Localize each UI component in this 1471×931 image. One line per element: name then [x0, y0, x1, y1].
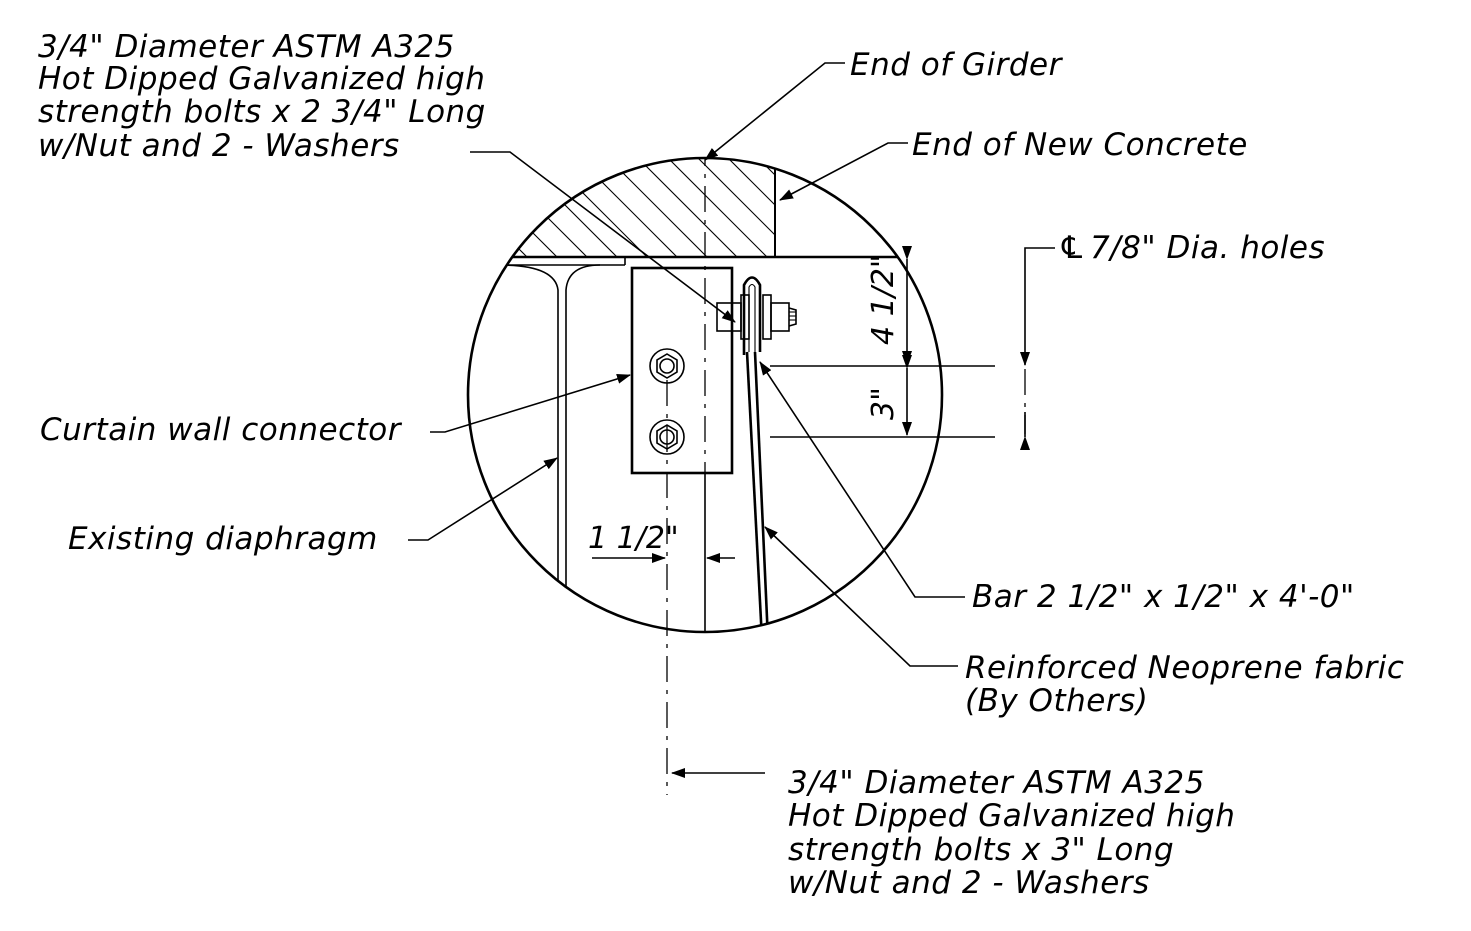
- bolt-top-line3: strength bolts x 2 3/4" Long: [38, 94, 486, 130]
- concrete-block: [468, 158, 776, 258]
- bolt-bottom-line4: w/Nut and 2 - Washers: [788, 865, 1150, 901]
- label-bolt-top: 3/4" Diameter ASTM A325 Hot Dipped Galva…: [38, 29, 486, 164]
- leader-bar: [759, 361, 965, 598]
- neoprene-strip-left: [745, 351, 764, 632]
- leader-end-of-new-concrete: [779, 142, 908, 201]
- bolt-bottom-line3: strength bolts x 3" Long: [788, 832, 1174, 868]
- neoprene-line2: (By Others): [965, 683, 1148, 719]
- label-holes: ℄ 7/8" Dia. holes: [1058, 230, 1325, 266]
- curtain-wall-connector-plate: [630, 266, 734, 475]
- hatch-line: [468, 158, 558, 257]
- hatch-line: [468, 158, 528, 257]
- label-neoprene: Reinforced Neoprene fabric (By Others): [965, 650, 1404, 719]
- leader-end-of-girder: [704, 62, 845, 161]
- bolt-top-line2: Hot Dipped Galvanized high: [38, 61, 485, 97]
- bolt-bottom-line1: 3/4" Diameter ASTM A325: [788, 765, 1205, 801]
- hatch-line: [769, 158, 775, 257]
- centerline-symbol: ℄: [1058, 230, 1086, 266]
- hatch-line: [679, 158, 775, 257]
- bolt-bottom-line2: Hot Dipped Galvanized high: [788, 798, 1235, 834]
- bolt-upper: [649, 348, 685, 384]
- bolt-top-line4: w/Nut and 2 - Washers: [38, 128, 400, 164]
- dim-text-top: 4 1/2": [866, 254, 901, 345]
- neoprene-strip-right: [753, 351, 770, 632]
- label-bar: Bar 2 1/2" x 1/2" x 4'-0": [972, 579, 1355, 615]
- hatch-line: [709, 158, 775, 257]
- bolt-top-line1: 3/4" Diameter ASTM A325: [38, 29, 455, 65]
- holes-text: 7/8" Dia. holes: [1090, 230, 1325, 266]
- label-end-of-new-concrete: End of New Concrete: [912, 127, 1248, 163]
- label-diaphragm: Existing diaphragm: [68, 521, 378, 557]
- label-end-of-girder: End of Girder: [850, 47, 1064, 83]
- diaphragm-web-right: [565, 264, 601, 632]
- leader-neoprene: [764, 526, 958, 667]
- diaphragm-web-left: [499, 264, 559, 632]
- leader-curtain-wall: [430, 374, 631, 433]
- leader-diaphragm: [408, 457, 558, 541]
- hatch-line: [469, 158, 588, 257]
- label-curtain-wall: Curtain wall connector: [40, 412, 403, 448]
- hatch-line: [529, 158, 648, 257]
- hatch-line: [559, 158, 678, 257]
- dim-text-bottom: 3": [866, 387, 901, 420]
- bar-loop: [742, 276, 762, 355]
- holes-leader: [1020, 247, 1055, 366]
- neoprene-line1: Reinforced Neoprene fabric: [965, 650, 1404, 686]
- dim-text-horizontal: 1 1/2": [588, 521, 679, 556]
- leader-bolt-top: [470, 151, 736, 323]
- label-bolt-bottom: 3/4" Diameter ASTM A325 Hot Dipped Galva…: [788, 765, 1235, 901]
